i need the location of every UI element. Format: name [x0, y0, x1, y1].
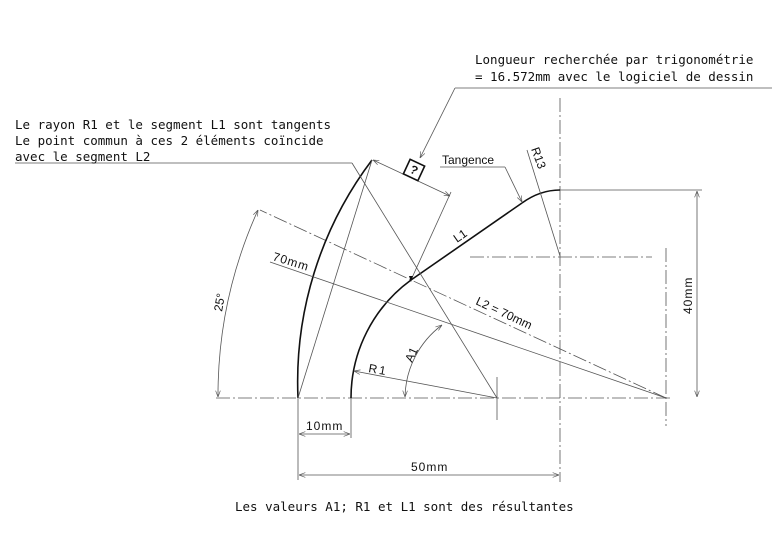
segment-l1	[410, 202, 523, 281]
top-note-line-2: = 16.572mm avec le logiciel de dessin	[475, 69, 753, 84]
dim-70-label: 70mm	[271, 249, 311, 273]
arc-r1	[350, 279, 412, 399]
top-note-leader	[420, 87, 456, 158]
l1-label: L1	[451, 226, 470, 245]
arc-r13	[521, 189, 561, 204]
bottom-note: Les valeurs A1; R1 et L1 sont des résult…	[235, 499, 574, 514]
dim-50-label: 50mm	[411, 460, 448, 474]
top-note-line-1: Longueur recherchée par trigonométrie	[475, 52, 753, 67]
tangent-point-marker	[409, 276, 413, 282]
dim-10-label: 10mm	[306, 419, 343, 433]
r13-label: R13	[528, 145, 549, 171]
ext-unknown-2	[410, 191, 452, 281]
tangence-label: Tangence	[442, 153, 494, 167]
r13-leader	[526, 149, 561, 257]
r1-label: R1	[367, 361, 388, 378]
a1-arc	[405, 325, 442, 397]
dim-70-line	[269, 261, 667, 399]
tangence-leader	[504, 166, 522, 202]
l2-centerline	[259, 209, 667, 399]
dim-40-label: 40mm	[681, 277, 695, 314]
left-note-line-2: Le point commun à ces 2 éléments coïncid…	[15, 133, 324, 148]
dim-25-arc	[218, 210, 258, 397]
radius-line	[351, 162, 498, 399]
outer-arc-70	[296, 159, 373, 399]
left-note-line-1: Le rayon R1 et le segment L1 sont tangen…	[15, 117, 331, 132]
a1-label: A1	[402, 345, 421, 365]
unknown-dimension-box: ?	[402, 158, 426, 182]
angle-25-label: 25°	[211, 292, 228, 312]
left-note-line-3: avec le segment L2	[15, 149, 150, 164]
ext-unknown-1	[297, 159, 373, 399]
